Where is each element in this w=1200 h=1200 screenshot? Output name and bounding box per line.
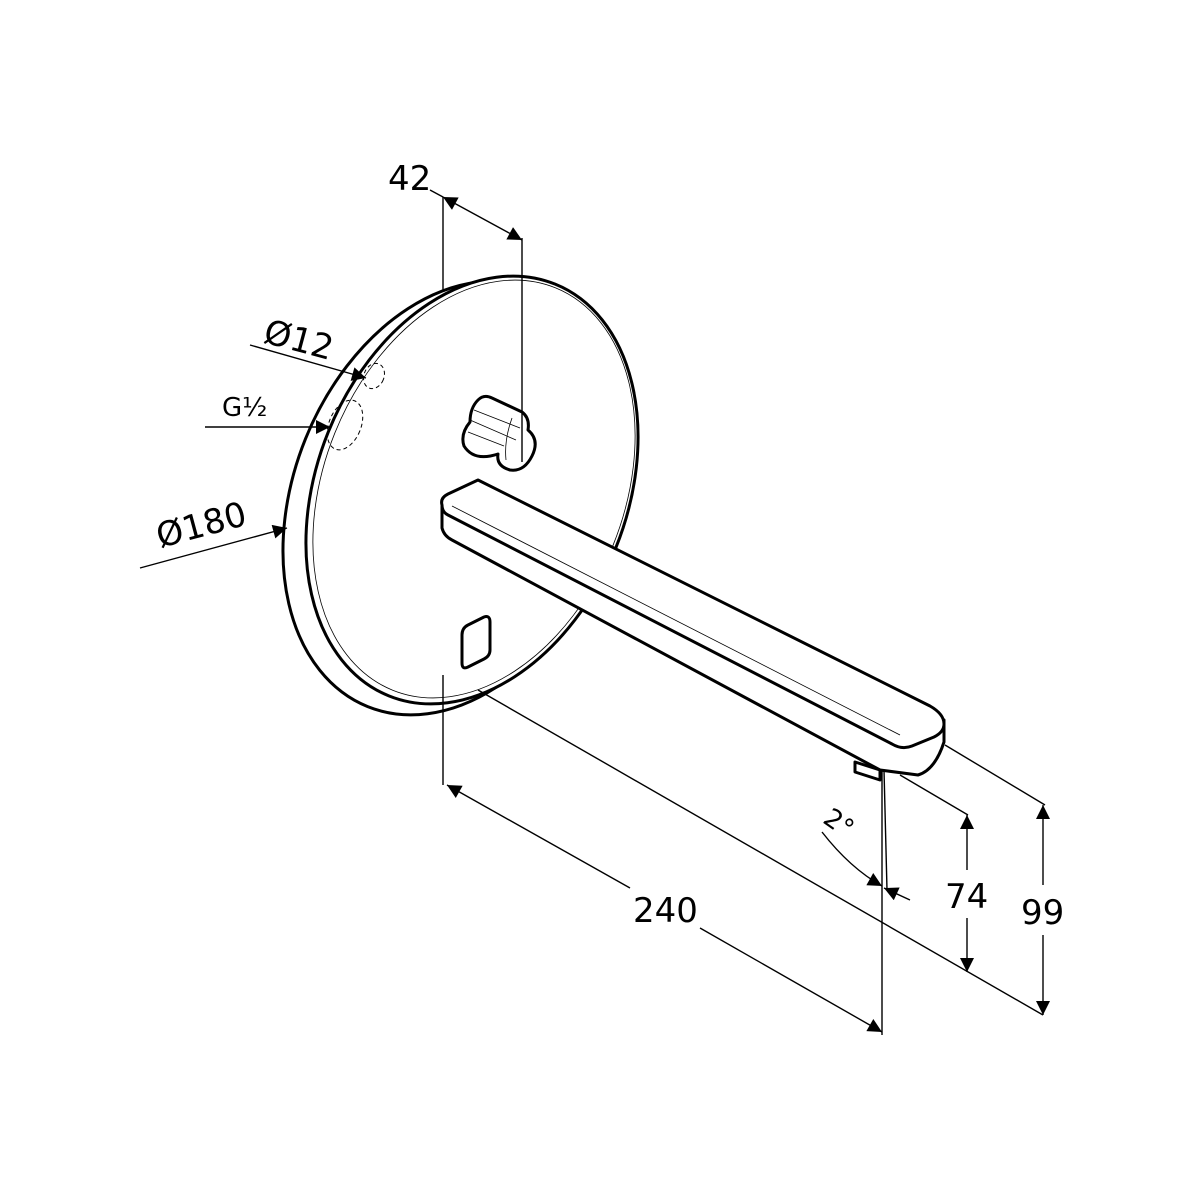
- thread-hole-hidden: [326, 399, 364, 451]
- sensor-window: [460, 615, 492, 670]
- control-knob: [461, 394, 537, 472]
- dimension-74: 74: [945, 815, 988, 972]
- dimension-42: 42: [388, 159, 523, 462]
- dim-99-label: 99: [1021, 893, 1064, 933]
- outlet-extension-line: [899, 774, 969, 816]
- spout: [440, 478, 946, 782]
- top-extension-line: [944, 744, 1046, 806]
- dim-42-label: 42: [388, 159, 431, 199]
- dimension-240: 240: [442, 675, 883, 1035]
- dim-hole-label: Ø12: [260, 312, 338, 369]
- dimension-99: 99: [1021, 805, 1064, 1015]
- dim-angle-label: 2°: [818, 803, 859, 845]
- dimension-angle: 2°: [818, 769, 911, 901]
- dimension-thread: G½: [205, 393, 330, 434]
- dim-74-label: 74: [945, 877, 988, 917]
- dim-thread-label: G½: [222, 393, 267, 423]
- dimension-rosette-diameter: Ø180: [139, 494, 288, 569]
- dim-240-label: 240: [633, 891, 698, 931]
- spout-top: [440, 478, 946, 750]
- aerator: [853, 760, 882, 782]
- dim-rosette-label: Ø180: [152, 494, 251, 556]
- base-extension-line: [477, 689, 1044, 1016]
